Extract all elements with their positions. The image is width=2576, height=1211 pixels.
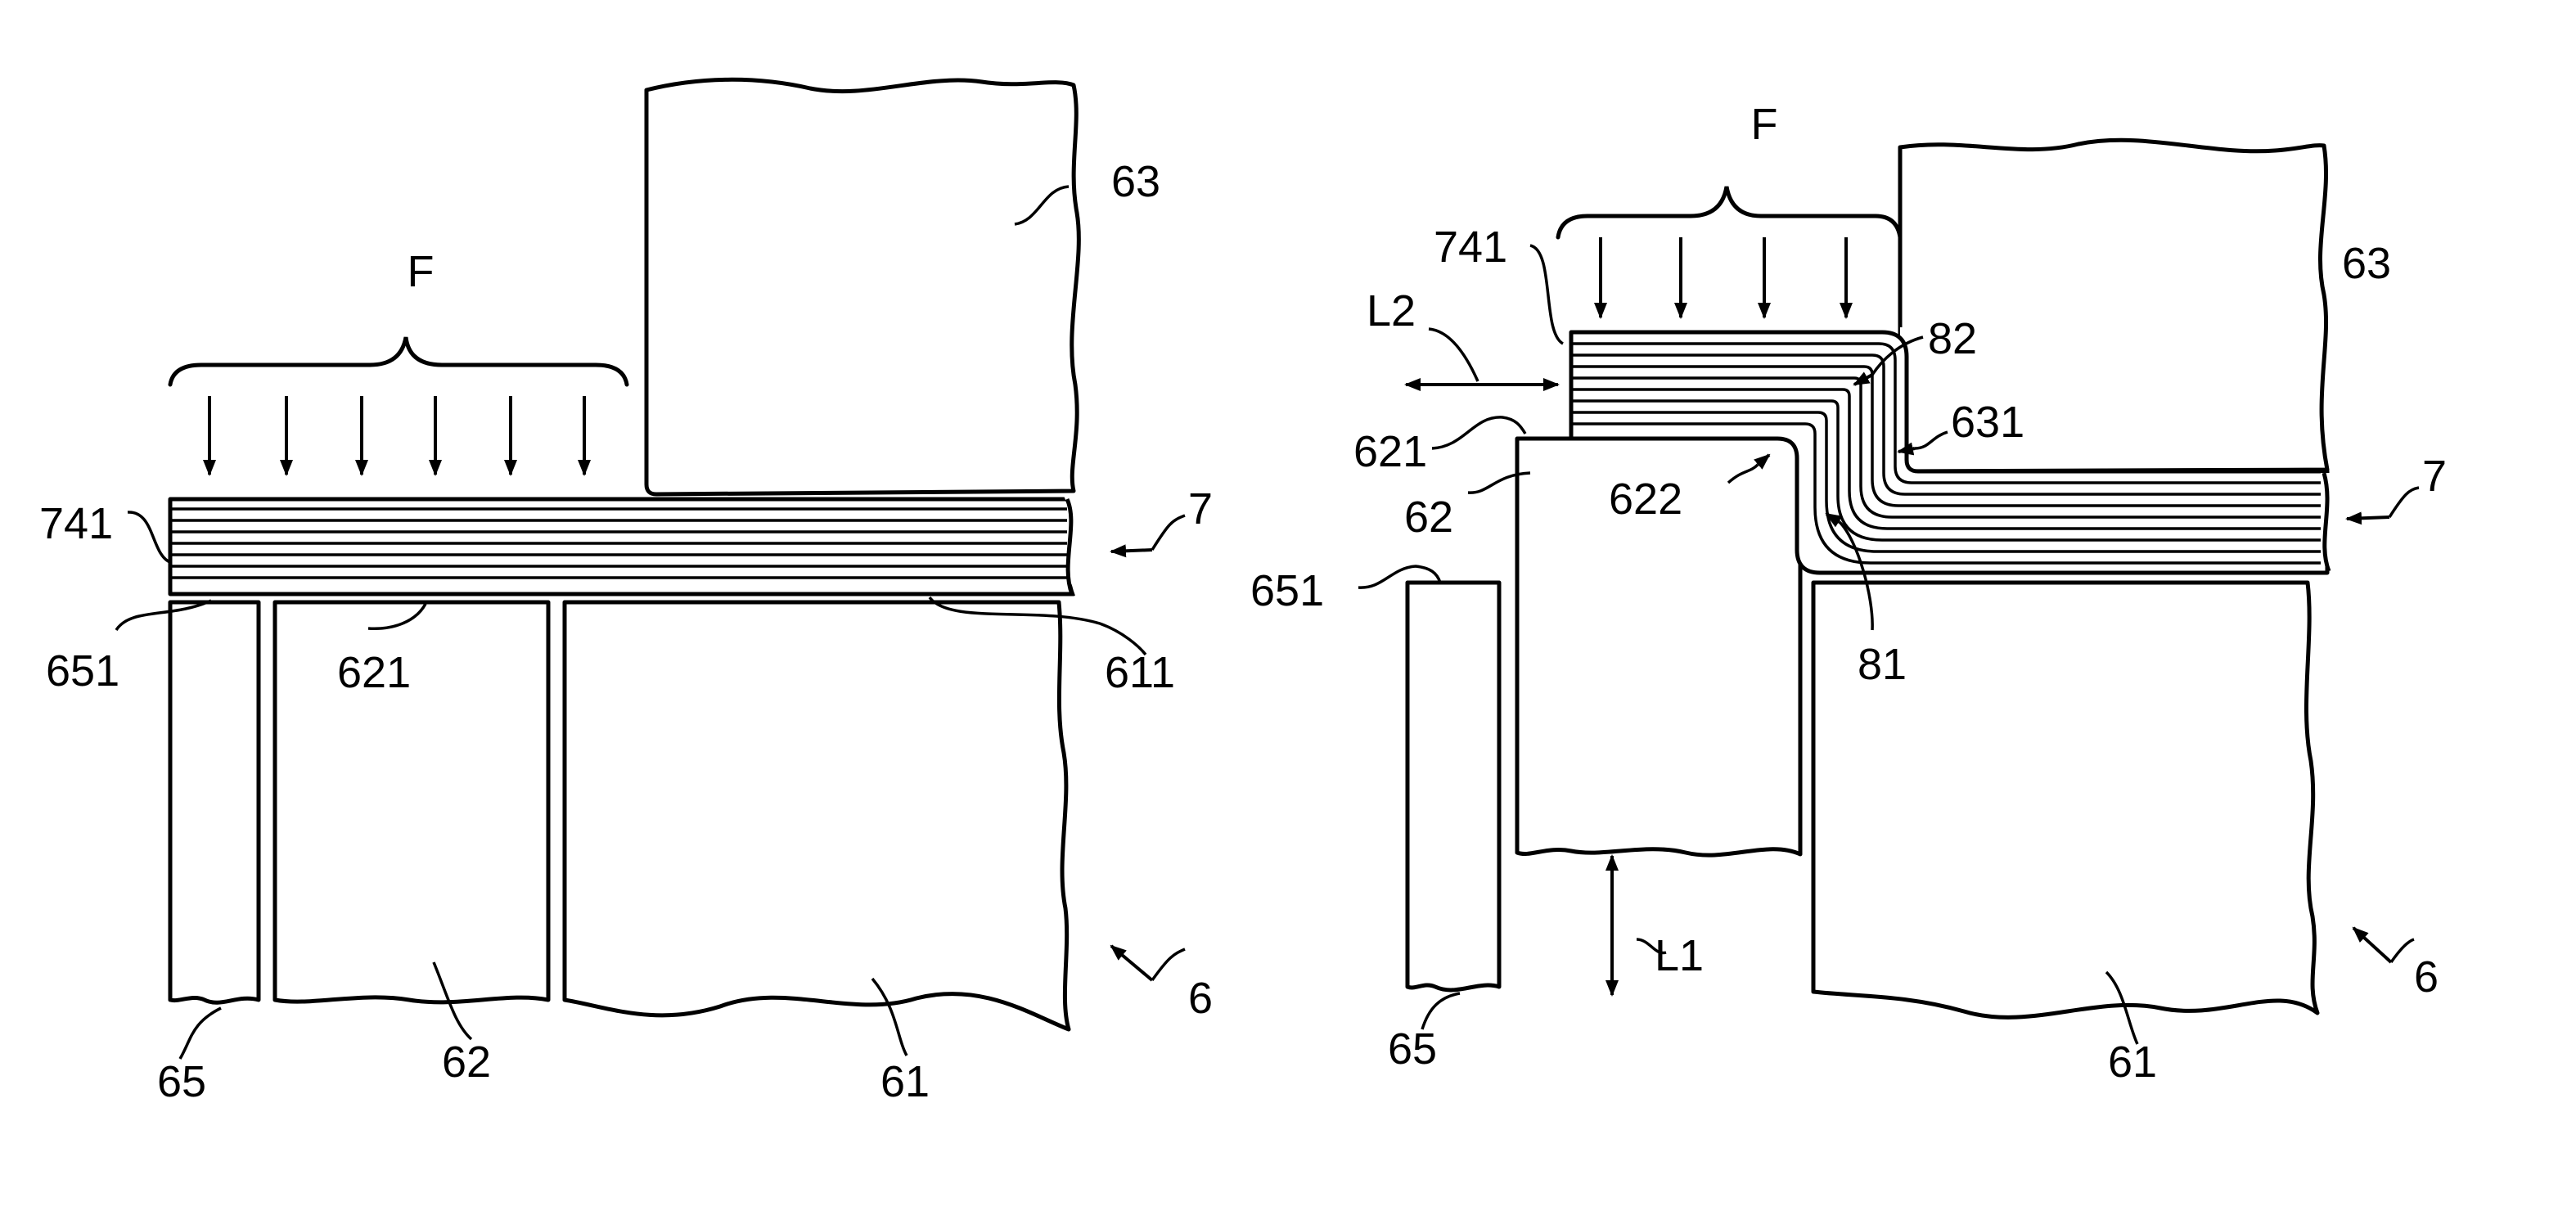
left-part-65 [170, 602, 259, 1002]
right-label-6: 6 [2414, 952, 2439, 1002]
right-label-61: 61 [2108, 1038, 2157, 1087]
right-label-651: 651 [1250, 566, 1324, 615]
left-label-force: F [408, 247, 435, 296]
right-label-622: 622 [1609, 475, 1682, 524]
left-part-61 [565, 602, 1069, 1029]
left-label-611: 611 [1105, 648, 1175, 697]
right-label-force: F [1751, 100, 1778, 149]
left-label-65: 65 [157, 1057, 206, 1106]
left-stack-layers [170, 509, 1067, 578]
left-label-6: 6 [1188, 974, 1213, 1023]
right-label-7: 7 [2422, 452, 2447, 501]
right-force-brace [1558, 187, 1900, 237]
left-label-63: 63 [1111, 157, 1160, 206]
right-figure: F 63 741 L2 82 621 631 62 622 7 651 81 L… [1250, 100, 2447, 1087]
left-label-741: 741 [39, 499, 113, 548]
left-figure: F 63 741 7 651 621 611 6 65 62 61 [39, 79, 1213, 1106]
left-label-62: 62 [442, 1038, 491, 1087]
left-stack-outline [170, 499, 1074, 594]
left-part-62 [275, 602, 548, 1002]
right-label-63: 63 [2342, 239, 2391, 288]
right-label-l2: L2 [1367, 286, 1416, 335]
right-force-arrows [1601, 237, 1846, 317]
right-label-631: 631 [1951, 398, 2024, 447]
right-label-81: 81 [1858, 640, 1907, 689]
right-label-621: 621 [1353, 427, 1427, 476]
left-force-brace [170, 337, 627, 385]
right-label-65: 65 [1388, 1024, 1437, 1074]
right-part-65 [1407, 583, 1499, 990]
left-label-61: 61 [880, 1057, 930, 1106]
left-label-621: 621 [337, 648, 411, 697]
left-label-7: 7 [1188, 484, 1213, 533]
left-force-arrows [209, 396, 584, 475]
left-upper-block-63 [646, 79, 1079, 494]
right-label-62-top: 62 [1404, 493, 1453, 542]
left-label-651: 651 [46, 646, 119, 696]
right-label-741: 741 [1434, 223, 1507, 272]
right-label-l1: L1 [1655, 931, 1704, 980]
right-label-82: 82 [1928, 314, 1977, 363]
